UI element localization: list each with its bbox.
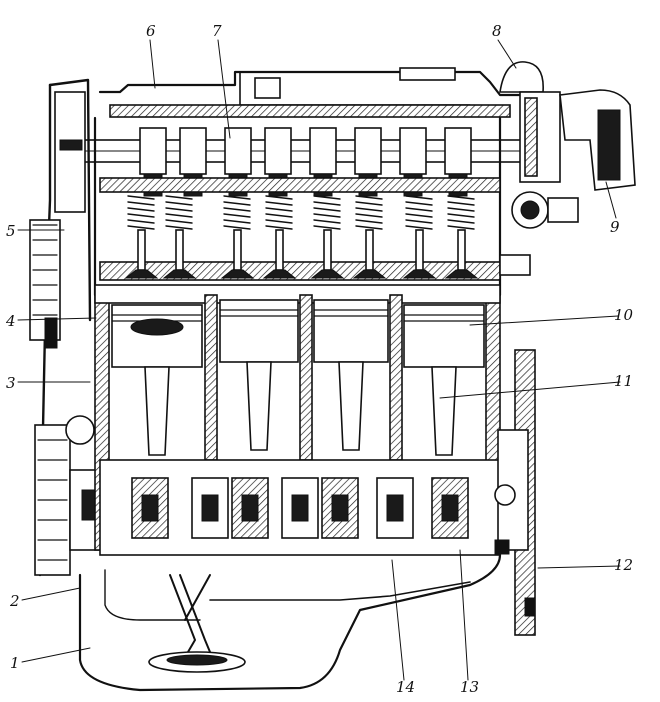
valve (352, 195, 387, 279)
cam-lobe (354, 127, 382, 175)
cam-lobe (264, 127, 292, 175)
piston (111, 304, 203, 368)
callout-6: 6 (146, 22, 156, 40)
crank-journal (241, 494, 259, 522)
callout-1: 1 (10, 654, 20, 672)
cylinder-wall (389, 294, 403, 461)
distributor (499, 61, 636, 276)
oil-pickup (148, 574, 246, 673)
callout-3: 3 (6, 374, 16, 392)
callout-11: 11 (614, 372, 633, 390)
pistons-and-connecting-rods (111, 299, 485, 456)
valve-cover (98, 67, 522, 118)
callout-2: 2 (9, 592, 20, 610)
connecting-rod (338, 361, 364, 451)
callout-8: 8 (492, 22, 502, 40)
piston-assembly (111, 304, 203, 456)
cylinder-wall (299, 294, 313, 461)
valve (124, 195, 159, 279)
valve (402, 195, 437, 279)
crank-journal (331, 494, 349, 522)
callout-14: 14 (396, 678, 415, 696)
callout-12: 12 (614, 556, 633, 574)
cam-lobe (179, 127, 207, 175)
callout-5: 5 (6, 222, 16, 240)
piston (313, 299, 389, 363)
crankshaft (99, 459, 501, 556)
piston-assembly (403, 304, 485, 456)
cam-lobe (224, 127, 252, 175)
valve (444, 195, 479, 279)
callout-13: 13 (460, 678, 479, 696)
cam-lobe (399, 127, 427, 175)
valve (162, 195, 197, 279)
crank-journal (201, 494, 219, 522)
callout-9: 9 (610, 218, 620, 236)
connecting-rod (431, 366, 457, 456)
oil-pan (78, 546, 502, 692)
connecting-rod (246, 361, 272, 451)
valve (220, 195, 255, 279)
callout-4: 4 (5, 312, 16, 330)
leader-lines (17, 39, 621, 681)
cam-lobe (444, 127, 472, 175)
piston-assembly (313, 299, 389, 451)
flywheel (494, 349, 536, 636)
piston (219, 299, 299, 363)
callout-labels: 1 2 3 4 5 6 7 8 9 10 11 12 13 14 (5, 22, 634, 696)
crank-journal (386, 494, 404, 522)
valve (262, 195, 297, 279)
piston (403, 304, 485, 368)
crank-journal (291, 494, 309, 522)
cam-lobe (309, 127, 337, 175)
cam-lobe (139, 127, 167, 175)
callout-10: 10 (614, 306, 634, 324)
valve (310, 195, 345, 279)
crank-journal (141, 494, 159, 522)
piston-assembly (219, 299, 299, 451)
crank-journal (441, 494, 459, 522)
cylinder-head (93, 116, 502, 297)
cylinder-wall (204, 294, 218, 461)
connecting-rod (144, 366, 170, 456)
callout-7: 7 (212, 22, 222, 40)
